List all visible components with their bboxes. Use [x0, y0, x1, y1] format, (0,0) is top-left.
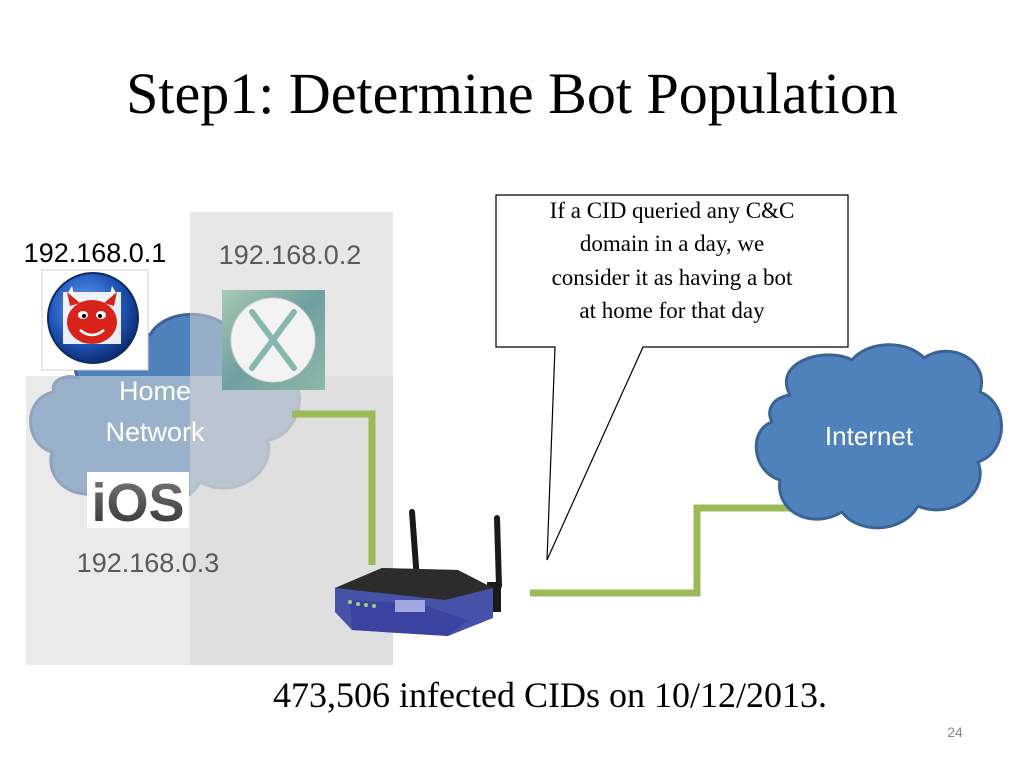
callout-line-2: domain in a day, we [579, 231, 765, 257]
host1-ip-label: 192.168.0.1 [24, 238, 167, 268]
home-network-label-line2: Network [105, 417, 205, 447]
callout-line-1: If a CID queried any C&C [549, 198, 795, 223]
infected-count-text: 473,506 infected CIDs on 10/12/2013. [273, 675, 827, 715]
ios-logo-icon: iOS [87, 472, 189, 533]
osx-x-icon [222, 290, 325, 390]
callout-line-4: at home for that day [579, 298, 765, 324]
callout-line-3: consider it as having a bot [551, 264, 793, 290]
internet-cloud [754, 343, 1003, 530]
router-to-internet-link [530, 504, 790, 597]
host-panel-192-168-0-3 [26, 376, 393, 665]
host2-ip-label: 192.168.0.2 [219, 240, 362, 270]
home-network-label-line1: Home [119, 376, 191, 406]
ios-logo-text: iOS [91, 473, 184, 533]
slide-title: Step1: Determine Bot Population [126, 61, 898, 126]
internet-label: Internet [825, 421, 914, 451]
bsd-daemon-icon [41, 269, 149, 371]
host3-ip-label: 192.168.0.3 [77, 548, 220, 578]
callout-bubble [495, 194, 849, 561]
router-icon [335, 509, 502, 636]
callout-text: If a CID queried any C&C domain in a day… [500, 194, 844, 327]
page-number: 24 [947, 724, 963, 740]
home-to-router-link [292, 410, 376, 565]
